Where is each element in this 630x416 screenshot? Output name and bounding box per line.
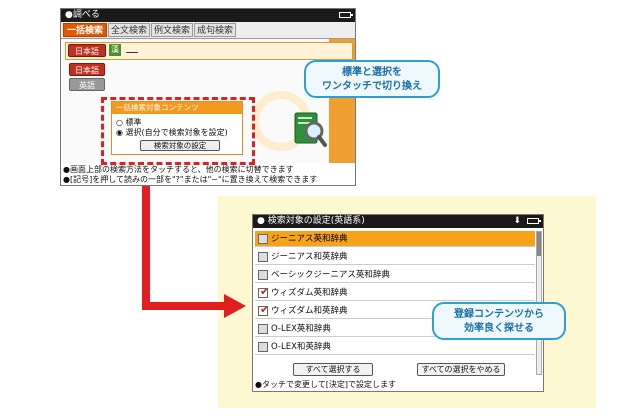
checkbox[interactable] [258, 342, 268, 352]
kanji-mode-badge[interactable]: 漢 [109, 44, 121, 56]
check-icon: ✔ [260, 285, 270, 298]
checkbox[interactable] [258, 252, 268, 262]
tab-fulltext-search[interactable]: 全文検索 [108, 23, 150, 37]
footer-hint: ●タッチで変更して[決定]で設定します [255, 380, 396, 389]
select-all-button[interactable]: すべて選択する [293, 363, 373, 376]
screen-title: ● 検索対象の設定(英語系) [257, 216, 365, 226]
checkbox[interactable] [258, 234, 268, 244]
list-item-label: ウィズダム和英辞典 [271, 306, 348, 316]
text-cursor [126, 52, 138, 53]
deselect-all-button[interactable]: すべての選択をやめる [417, 363, 505, 376]
checkbox[interactable] [258, 324, 268, 334]
screen-title: ●調べる [65, 10, 100, 20]
battery-icon [339, 12, 353, 18]
search-tabs: 一括検索 全文検索 例文検索 成句検索 [61, 22, 355, 39]
check-icon: ✔ [260, 303, 270, 316]
tab-phrase-search[interactable]: 成句検索 [194, 23, 236, 37]
title-bar: ● 検索対象の設定(英語系) ⬇ [253, 215, 543, 228]
list-item-label: O-LEX和英辞典 [271, 342, 331, 352]
tab-bulk-search[interactable]: 一括検索 [63, 23, 107, 37]
list-item-label: ジーニアス和英辞典 [271, 252, 348, 262]
language-selector[interactable]: 日本語 [68, 44, 106, 57]
checkbox[interactable]: ✔ [258, 303, 270, 316]
panel-title: 一括検索対象コンテンツ [112, 102, 242, 114]
language-option-english[interactable]: 英語 [69, 78, 105, 91]
highlight-dashed-frame [101, 97, 255, 165]
search-screen: ●調べる 一括検索 全文検索 例文検索 成句検索 日本語 漢 日本語 英語 一括… [60, 8, 356, 186]
callout-line: 標準と選択を [342, 67, 402, 78]
option-standard[interactable]: ○ 標準 [116, 118, 142, 127]
footer-hint-line: ●画面上部の検索方法をタッチすると、他の検索に切替できます [63, 165, 294, 174]
language-option-japanese[interactable]: 日本語 [69, 63, 105, 76]
battery-icon [527, 218, 541, 224]
callout-toggle-standard-select: 標準と選択を ワンタッチで切り換え [304, 60, 440, 98]
search-target-settings-button[interactable]: 検索対象の設定 [140, 140, 220, 151]
footer-hints: ●画面上部の検索方法をタッチすると、他の検索に切替できます ●[記号]を押して読… [63, 165, 317, 185]
title-bar: ●調べる [61, 9, 355, 22]
callout-efficient-search: 登録コンテンツから 効率良く探せる [432, 302, 566, 340]
list-item-label: ベーシックジーニアス英和辞典 [271, 270, 390, 280]
bulk-search-target-panel: 一括検索対象コンテンツ ○ 標準 ◉ 選択(自分で検索対象を設定) 検索対象の設… [111, 101, 243, 155]
footer-hint-line: ●[記号]を押して読みの一部を"?"または"~"に置き換えて検索できます [63, 175, 318, 184]
list-item-label: O-LEX英和辞典 [271, 324, 331, 334]
list-item[interactable]: ジーニアス英和辞典 [255, 231, 535, 247]
scrollbar-thumb[interactable] [537, 232, 541, 256]
checkbox[interactable]: ✔ [258, 285, 270, 298]
option-custom-select[interactable]: ◉ 選択(自分で検索対象を設定) [116, 128, 228, 137]
callout-line: 登録コンテンツから [454, 309, 544, 320]
list-item-label: ウィズダム英和辞典 [271, 288, 348, 298]
dictionary-search-icon [294, 112, 327, 147]
list-item[interactable]: ✔ ウィズダム英和辞典 [255, 285, 535, 301]
checkbox[interactable] [258, 270, 268, 280]
download-arrow-icon: ⬇ [513, 216, 521, 226]
search-body: 日本語 漢 日本語 英語 一括検索対象コンテンツ ○ 標準 ◉ 選択(自分で検索… [61, 39, 355, 165]
list-item[interactable]: ベーシックジーニアス英和辞典 [255, 267, 535, 283]
list-item[interactable]: O-LEX和英辞典 [255, 339, 535, 355]
list-item-label: ジーニアス英和辞典 [271, 234, 348, 244]
tab-example-search[interactable]: 例文検索 [151, 23, 193, 37]
search-input[interactable]: 日本語 漢 [65, 42, 353, 60]
callout-line: 効率良く探せる [464, 323, 534, 334]
callout-line: ワンタッチで切り換え [322, 81, 422, 92]
list-item[interactable]: ジーニアス和英辞典 [255, 249, 535, 265]
